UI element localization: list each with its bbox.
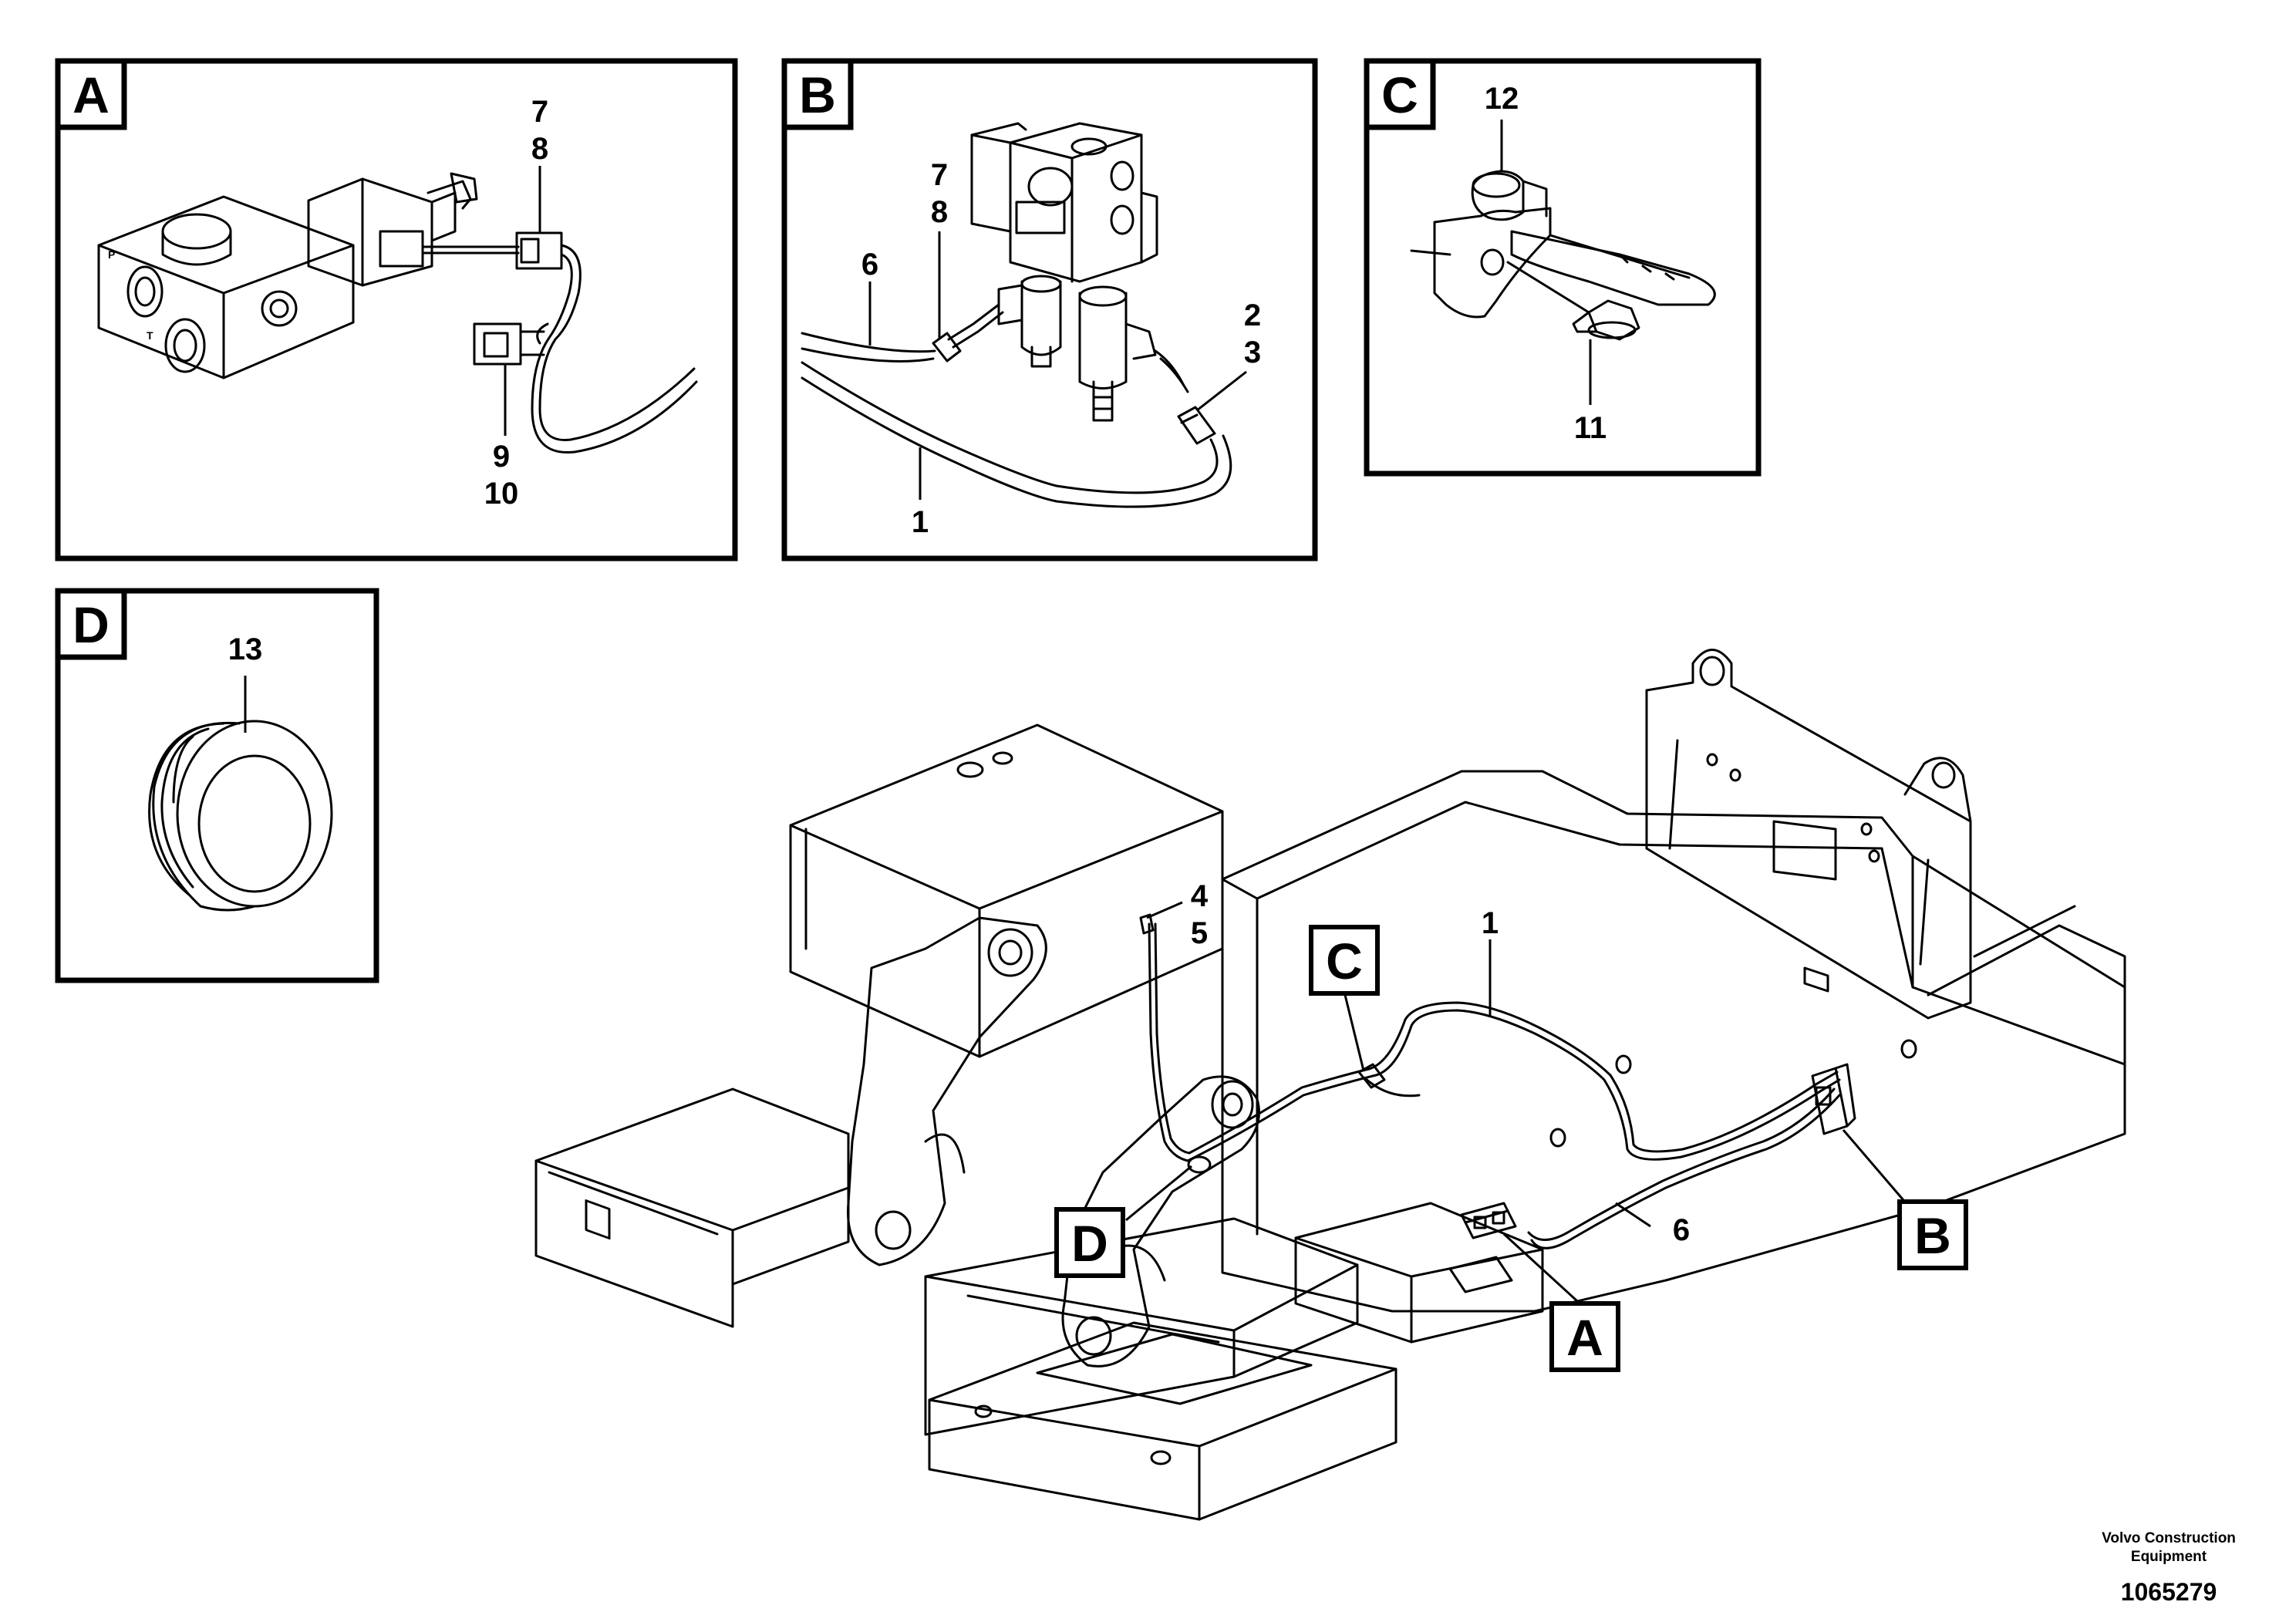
part-number-3: 3 <box>1244 336 1261 369</box>
part-number-1: 1 <box>912 505 929 539</box>
grommet-drawing <box>148 720 333 912</box>
clamp-and-bolt-drawing <box>1410 170 1716 341</box>
valve-assembly-drawing <box>970 122 1158 422</box>
panel-c-letter-box <box>1364 58 1436 130</box>
drawing-footer: Volvo Construction Equipment 1065279 <box>2102 1530 2236 1606</box>
part-number-13: 13 <box>228 632 263 666</box>
panel-d-letter: D <box>72 596 110 653</box>
detail-panel-d: D 13 <box>55 588 379 983</box>
harness-a-drawing <box>421 231 698 454</box>
part-number-9: 9 <box>493 440 510 474</box>
panel-b-letter: B <box>799 66 836 123</box>
detail-panel-a: A P T <box>55 58 738 561</box>
part-number-6: 6 <box>861 248 878 282</box>
part-number-8: 8 <box>931 195 948 229</box>
drawing-number: 1065279 <box>2121 1578 2217 1606</box>
callout-c-letter: C <box>1326 932 1363 990</box>
panel-b-frame <box>781 58 1318 561</box>
callout-b: B <box>1897 1199 1968 1270</box>
callout-a-letter: A <box>1566 1309 1603 1366</box>
part-number-7: 7 <box>531 95 548 129</box>
leader-main-45 <box>1146 901 1183 919</box>
panel-a-frame <box>55 58 738 561</box>
part-number-6: 6 <box>1673 1213 1690 1247</box>
company-name-line-1: Volvo Construction <box>2102 1530 2236 1546</box>
panel-d-letter-box <box>55 588 127 660</box>
callout-c: C <box>1309 925 1380 996</box>
main-wiring-harness <box>1139 913 1856 1249</box>
main-frame-assembly <box>534 649 2126 1521</box>
part-number-2: 2 <box>1244 298 1261 332</box>
leader-callout-b <box>1842 1129 1905 1201</box>
valve-block-drawing: P T <box>97 172 478 379</box>
detail-panel-c: C 12 11 <box>1364 58 1762 477</box>
leader-callout-c <box>1344 994 1365 1071</box>
leader-callout-a <box>1502 1233 1586 1310</box>
panel-b-letter-box <box>781 58 854 130</box>
svg-text:P: P <box>108 248 115 261</box>
part-number-4: 4 <box>1191 879 1209 913</box>
callout-b-letter: B <box>1914 1207 1951 1264</box>
panel-a-letter: A <box>72 66 110 123</box>
part-number-8: 8 <box>531 132 548 166</box>
part-number-7: 7 <box>931 158 948 192</box>
leader-main-6 <box>1615 1202 1651 1228</box>
part-number-12: 12 <box>1485 82 1519 116</box>
part-number-5: 5 <box>1191 916 1208 950</box>
company-name-line-2: Equipment <box>2131 1549 2207 1565</box>
callout-d-letter: D <box>1071 1215 1108 1272</box>
detail-panel-b: B <box>781 58 1318 561</box>
leader-callout-d <box>1125 1165 1192 1222</box>
leader-b-23 <box>1196 370 1247 412</box>
svg-text:T: T <box>147 329 153 342</box>
part-number-1: 1 <box>1482 906 1499 940</box>
callout-a: A <box>1549 1301 1620 1372</box>
panel-c-letter: C <box>1381 66 1418 123</box>
part-number-11: 11 <box>1574 411 1607 445</box>
harness-b-drawing <box>801 303 1232 508</box>
part-number-10: 10 <box>484 477 519 511</box>
callout-d: D <box>1054 1207 1125 1278</box>
panel-a-letter-box <box>55 58 127 130</box>
